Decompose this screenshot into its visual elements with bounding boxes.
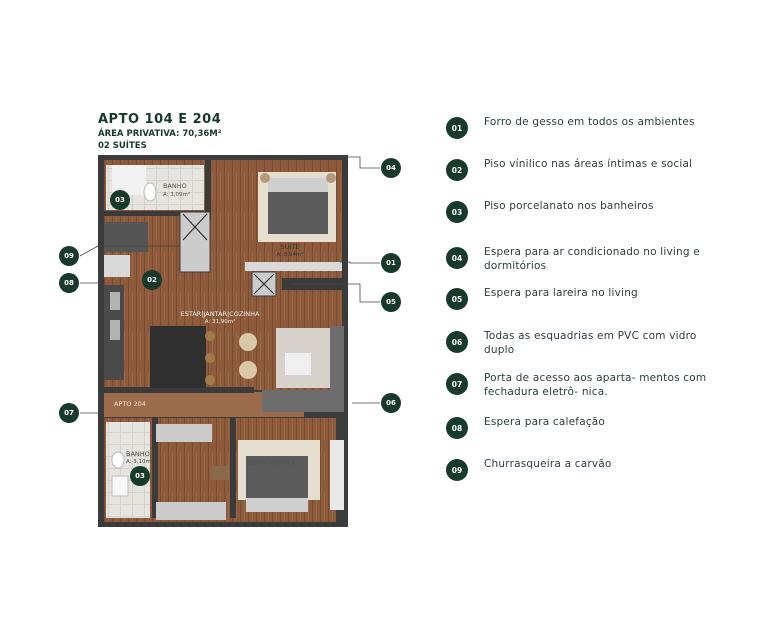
legend-badge: 09 xyxy=(446,459,468,481)
marker-08: 08 xyxy=(59,273,79,293)
legend-text: Forro de gesso em todos os ambientes xyxy=(484,116,695,128)
marker-06: 06 xyxy=(381,393,401,413)
legend-badge: 02 xyxy=(446,159,468,181)
legend-badge: 05 xyxy=(446,288,468,310)
marker-03-top: 03 xyxy=(110,190,130,210)
legend-text: Piso porcelanato nos banheiros xyxy=(484,200,654,212)
legend-badge: 08 xyxy=(446,417,468,439)
living-label: ESTAR|JANTAR|COZINHA xyxy=(181,310,260,318)
leader-lines xyxy=(79,156,380,414)
kitchen-counter xyxy=(104,222,148,252)
living-area: A: 31,90m² xyxy=(205,318,236,325)
bath-bottom-label: BANHO xyxy=(126,450,150,458)
marker-03-bottom: 03 xyxy=(130,466,150,486)
marker-05: 05 xyxy=(381,292,401,312)
legend-text: Espera para calefação xyxy=(484,416,606,428)
suite-area: A: 8,94m² xyxy=(276,251,303,258)
legend-badge: 01 xyxy=(446,117,468,139)
legend-badge: 07 xyxy=(446,373,468,395)
marker-09: 09 xyxy=(59,246,79,266)
legend-text: Todas as esquadrias em PVC com vidro dup… xyxy=(484,330,697,356)
suite-label: SUÍTE xyxy=(281,242,300,251)
bath-top-area: A: 3,09m² xyxy=(163,191,190,198)
apartment-header: APTO 104 E 204 ÁREA PRIVATIVA: 70,36M² 0… xyxy=(98,112,221,151)
kitchen-island xyxy=(150,326,206,388)
suite-count: 02 SUÍTES xyxy=(98,141,147,151)
legend-text: Espera para lareira no living xyxy=(484,287,638,299)
marker-07: 07 xyxy=(59,403,79,423)
marker-01: 01 xyxy=(381,253,401,273)
private-area: ÁREA PRIVATIVA: 70,36M² xyxy=(98,129,222,139)
legend-badge: 03 xyxy=(446,201,468,223)
apartment-title: APTO 104 E 204 xyxy=(98,112,222,127)
legend-text: Piso vínilico nas áreas íntimas e social xyxy=(484,158,693,170)
marker-02: 02 xyxy=(142,270,162,290)
coffee-table xyxy=(285,353,311,375)
legend-text: Churrasqueira a carvão xyxy=(484,458,612,470)
sofa xyxy=(262,390,344,412)
apto-label: APTO 204 xyxy=(114,400,146,408)
suite-master-label: SUÍTE MASTER xyxy=(248,458,296,467)
marker-04: 04 xyxy=(381,158,401,178)
legend-text: Espera para ar condicionado no living e … xyxy=(484,246,700,272)
legend-text: Porta de acesso aos aparta- mentos com f… xyxy=(484,372,707,398)
legend-badge: 06 xyxy=(446,331,468,353)
bath-top-label: BANHO xyxy=(163,182,187,190)
legend-badge: 04 xyxy=(446,247,468,269)
bath-bottom-area: A: 3,10m² xyxy=(126,458,153,465)
